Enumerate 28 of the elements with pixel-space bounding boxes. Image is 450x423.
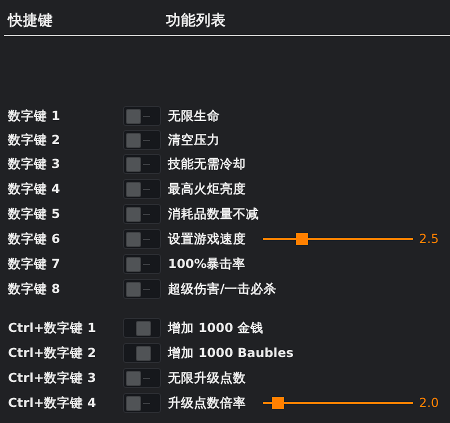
hotkey-label: Ctrl+数字键 2 xyxy=(8,345,96,361)
feature-label: 增加 1000 Baubles xyxy=(168,345,294,361)
hotkey-label: 数字键 7 xyxy=(8,256,60,272)
feature-label: 升级点数倍率 xyxy=(168,395,246,411)
column-header: 快捷键 xyxy=(8,12,53,30)
slider-value: 2.5 xyxy=(419,231,439,247)
column-header: 功能列表 xyxy=(166,12,226,30)
hotkey-label: Ctrl+数字键 1 xyxy=(8,320,96,336)
feature-label: 增加 1000 金钱 xyxy=(168,320,264,336)
feature-label: 最高火炬亮度 xyxy=(168,181,246,197)
feature-label: 清空压力 xyxy=(168,132,220,148)
hotkey-label: Ctrl+数字键 4 xyxy=(8,395,96,411)
hotkey-label: 数字键 1 xyxy=(8,108,60,124)
feature-label: 100%暴击率 xyxy=(168,256,246,272)
slider-value: 2.0 xyxy=(419,395,439,411)
feature-label: 消耗品数量不减 xyxy=(168,206,259,222)
hotkey-label: 数字键 6 xyxy=(8,231,60,247)
hotkey-label: 数字键 8 xyxy=(8,281,60,297)
hotkey-label: 数字键 3 xyxy=(8,156,60,172)
feature-label: 超级伤害/一击必杀 xyxy=(168,281,277,297)
hotkey-label: Ctrl+数字键 3 xyxy=(8,370,96,386)
feature-label: 技能无需冷却 xyxy=(168,156,246,172)
feature-label: 无限升级点数 xyxy=(168,370,246,386)
hotkey-label: 数字键 4 xyxy=(8,181,60,197)
hotkey-label: 数字键 5 xyxy=(8,206,60,222)
feature-label: 无限生命 xyxy=(168,108,220,124)
feature-label: 设置游戏速度 xyxy=(168,231,246,247)
hotkey-label: 数字键 2 xyxy=(8,132,60,148)
